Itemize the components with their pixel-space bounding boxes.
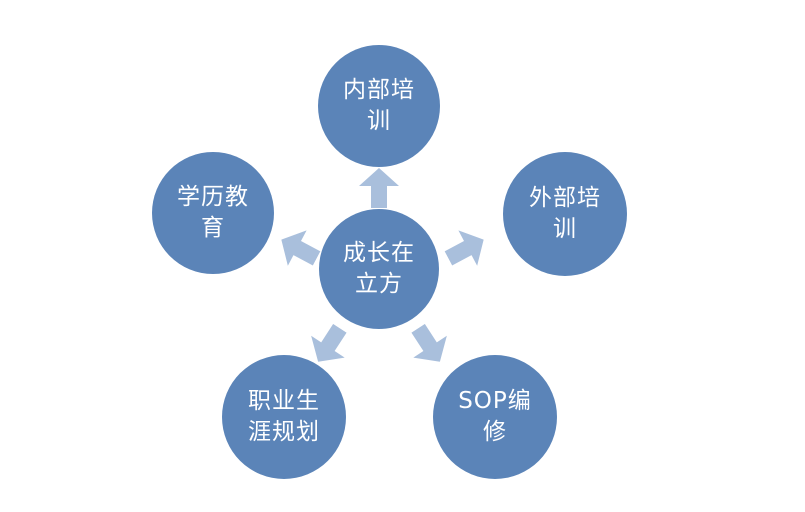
node-academic-education: 学历教 育 xyxy=(152,152,274,274)
node-label-line: 修 xyxy=(483,419,507,445)
node-label-line: 立方 xyxy=(355,271,403,297)
node-growth-cube-center: 成长在 立方 xyxy=(319,209,439,329)
node-internal-training: 内部培 训 xyxy=(318,45,440,167)
node-label-line: 外部培 xyxy=(529,184,601,211)
arrow-to-internal-training-icon xyxy=(357,168,401,208)
node-label-line: 训 xyxy=(553,216,577,242)
node-label-line: 涯规划 xyxy=(248,419,320,445)
arrow-to-career-planning-icon xyxy=(300,316,359,374)
arrow-to-external-training-icon xyxy=(438,220,494,278)
node-label-line: 职业生 xyxy=(248,387,320,414)
node-label-line: 内部培 xyxy=(343,76,415,103)
node-label-line: 学历教 xyxy=(177,183,249,210)
node-label-line: 成长在 xyxy=(343,239,415,266)
node-label-line: 训 xyxy=(367,108,391,134)
arrow-to-academic-education-icon xyxy=(271,220,327,278)
node-label-line: SOP编 xyxy=(458,387,532,414)
node-external-training: 外部培 训 xyxy=(503,152,627,276)
arrow-to-sop-revision-icon xyxy=(400,316,459,374)
node-sop-revision: SOP编 修 xyxy=(433,355,557,479)
node-career-planning: 职业生 涯规划 xyxy=(222,355,346,479)
node-label-line: 育 xyxy=(201,215,225,241)
